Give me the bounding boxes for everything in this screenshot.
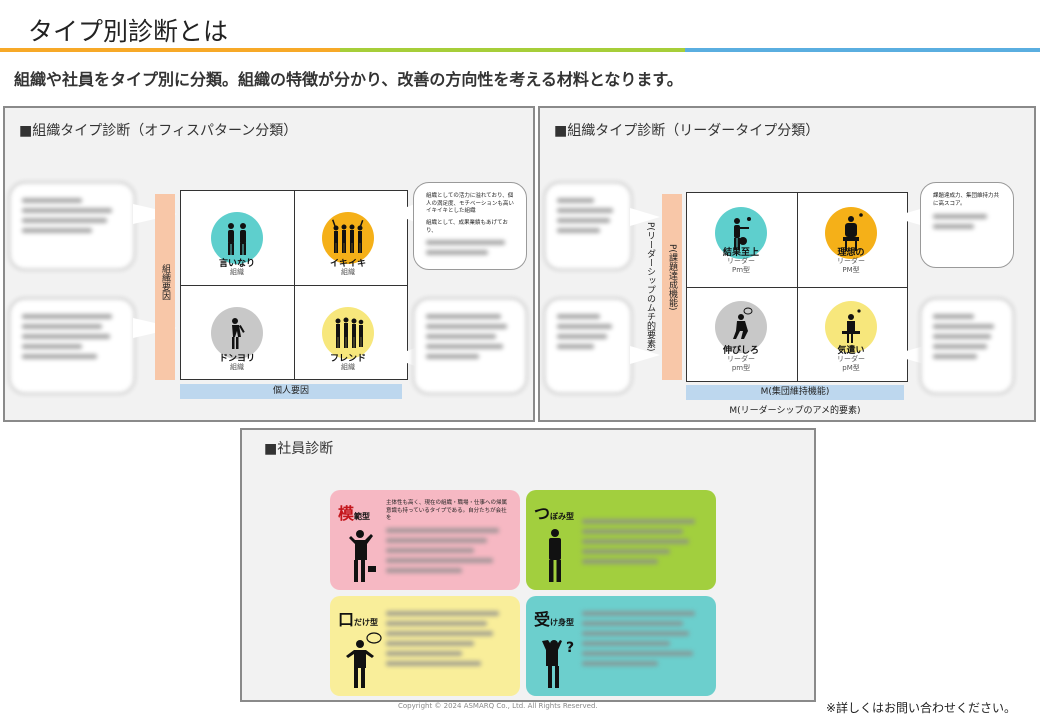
leader-cell-riso-icon: [825, 207, 877, 259]
leader-cell-label: 理想の: [837, 248, 865, 258]
staff-card-tsubomi-head: つ: [534, 504, 551, 523]
org-cell-iinari-icon: [211, 212, 263, 264]
leader-axis-horizontal: M(集団維持機能): [686, 385, 904, 400]
staff-card-tsubomi-body: [582, 514, 708, 569]
callout-left-bottom-tail: [630, 346, 660, 364]
callout-left-bottom: [544, 298, 632, 394]
callout-right-top: 課題達成力、集団維持力共に高スコア。: [920, 182, 1014, 268]
callout-right-top-text-2: 組織として、成果業績もあげており、: [426, 220, 508, 234]
callout-right-bottom: [413, 298, 527, 394]
callout-left-top: [544, 182, 632, 270]
svg-text:?: ?: [566, 640, 574, 656]
panel-org-title: ■組織タイプ診断（オフィスパターン分類）: [19, 123, 298, 139]
staff-card-ukemi-title: 受け身型: [534, 606, 574, 630]
staff-card-ukemi: 受け身型 ?: [526, 596, 716, 696]
staff-card-kuchidake-head: 口: [338, 610, 355, 629]
callout-left-top-tail: [630, 208, 660, 226]
leader-axis-vertical: [662, 194, 682, 380]
leader-axis-horizontal-inner: M(集団維持機能): [760, 387, 830, 397]
callout-left-top: [9, 182, 135, 270]
org-cell-friend-icon: [322, 307, 374, 359]
org-cell-sub: 組織: [230, 268, 244, 276]
org-type-matrix: 言いなり 組織 イキイキ 組織 ドンヨリ 組織 フレンド 組織: [180, 190, 408, 380]
staff-tsubomi-figure-icon: [549, 529, 561, 582]
staff-mohan-figure-icon: [349, 530, 376, 582]
callout-right-bottom-tail: [391, 348, 415, 366]
leader-type-matrix: 結果至上 リーダー Pm型 理想の リーダー PM型 伸びしろ リーダー pm型…: [686, 192, 908, 382]
leader-cell-sub: pM型: [842, 364, 860, 372]
panel-staff-title: ■社員診断: [264, 441, 334, 457]
title-underline-segment-orange: [0, 48, 340, 52]
panel-leader-type: ■組織タイプ診断（リーダータイプ分類） P(リーダーシップのムチ的要素) P(課…: [538, 106, 1036, 422]
callout-right-top-text: 組織としての活力に溢れており、個人の満足度、モチベーションも高いイキイキとした組…: [426, 193, 514, 215]
callout-right-bottom-tail: [892, 346, 924, 364]
org-cell-sub: 組織: [341, 363, 355, 371]
org-cell-donyori-icon: [211, 307, 263, 359]
org-cell-ikiiki-icon: [322, 212, 374, 264]
callout-right-top-tail: [391, 204, 415, 222]
staff-card-kuchidake-body: [386, 606, 512, 671]
org-cell-label: イキイキ: [329, 259, 366, 269]
staff-card-tsubomi-type: ぼみ型: [550, 512, 575, 521]
leader-cell-label: 結果至上: [722, 248, 759, 258]
copyright: Copyright © 2024 ASMARQ Co., Ltd. All Ri…: [398, 702, 598, 710]
staff-card-kuchidake-type: だけ型: [354, 618, 379, 627]
staff-kuchidake-figure-icon: [346, 632, 382, 688]
leader-cell-kizukai-icon: [825, 301, 877, 353]
staff-card-kuchidake: 口だけ型: [330, 596, 520, 696]
staff-card-ukemi-head: 受: [534, 610, 551, 629]
leader-cell-sub: PM型: [842, 266, 860, 274]
title-underline: [0, 48, 1040, 52]
title-underline-segment-blue: [685, 48, 1040, 52]
callout-right-bottom: [920, 298, 1014, 394]
staff-card-tsubomi: つぼみ型: [526, 490, 716, 590]
staff-card-mohan: 模範型 主体性も高く、現在の組織・職場・仕事への帰属意識も持っているタイプである…: [330, 490, 520, 590]
leader-axis-horizontal-outer: M(リーダーシップのアメ的要素): [729, 406, 861, 416]
panel-org-type: ■組織タイプ診断（オフィスパターン分類） 組織要因 言いなり 組織 イキイキ 組…: [3, 106, 535, 422]
leader-axis-vertical-outer: P(リーダーシップのムチ的要素): [645, 222, 655, 352]
title-underline-segment-green: [340, 48, 685, 52]
staff-card-tsubomi-title: つぼみ型: [534, 500, 574, 524]
staff-card-mohan-body: 主体性も高く、現在の組織・職場・仕事への帰属意識も持っているタイプである。自分た…: [386, 500, 512, 578]
org-axis-horizontal: 個人要因: [180, 384, 402, 399]
staff-card-ukemi-body: [582, 606, 708, 671]
leader-cell-role: リーダー: [837, 355, 865, 363]
staff-card-mohan-head: 模: [338, 504, 355, 523]
org-cell-sub: 組織: [341, 268, 355, 276]
callout-right-top-text: 課題達成力、集団維持力共に高スコア。: [933, 193, 1000, 207]
leader-cell-sub: Pm型: [731, 266, 751, 274]
contact-note: ※詳しくはお問い合わせください。: [826, 701, 1017, 715]
staff-card-mohan-type: 範型: [354, 512, 371, 521]
staff-ukemi-figure-icon: ?: [542, 640, 574, 688]
staff-card-ukemi-type: け身型: [550, 618, 575, 627]
page-subtitle: 組織や社員をタイプ別に分類。組織の特徴が分かり、改善の方向性を考える材料となりま…: [14, 70, 683, 89]
callout-right-top: 組織としての活力に溢れており、個人の満足度、モチベーションも高いイキイキとした組…: [413, 182, 527, 270]
org-cell-sub: 組織: [230, 363, 244, 371]
leader-cell-role: リーダー: [727, 257, 755, 265]
leader-cell-sub: pm型: [731, 364, 751, 372]
staff-card-mohan-text: 主体性も高く、現在の組織・職場・仕事への帰属意識も持っているタイプである。自分た…: [386, 500, 508, 522]
page-title: タイプ別診断とは: [28, 17, 229, 46]
org-cell-label: フレンド: [329, 354, 366, 364]
org-cell-label: 言いなり: [218, 259, 255, 269]
leader-cell-kekka-icon: [715, 207, 767, 259]
panel-leader-title: ■組織タイプ診断（リーダータイプ分類）: [554, 123, 820, 139]
callout-right-top-tail: [892, 208, 924, 226]
leader-axis-vertical-inner: P(課題達成機能): [667, 244, 677, 311]
callout-left-bottom: [9, 298, 135, 394]
leader-cell-role: リーダー: [837, 257, 865, 265]
org-axis-vertical: [155, 194, 175, 380]
org-axis-vertical-label: 組織要因: [160, 264, 170, 300]
staff-card-mohan-title: 模範型: [338, 500, 370, 524]
org-cell-label: ドンヨリ: [218, 354, 255, 364]
leader-cell-label: 伸びしろ: [722, 346, 759, 356]
leader-cell-label: 気遣い: [837, 346, 865, 356]
leader-cell-nobishiro-icon: [715, 301, 767, 353]
staff-card-kuchidake-title: 口だけ型: [338, 606, 378, 630]
leader-cell-role: リーダー: [727, 355, 755, 363]
org-axis-horizontal-label: 個人要因: [272, 386, 309, 396]
panel-staff-type: ■社員診断 模範型 主体性も高く、現在の組織・職場・仕事への帰属意識も持っている…: [240, 428, 816, 702]
